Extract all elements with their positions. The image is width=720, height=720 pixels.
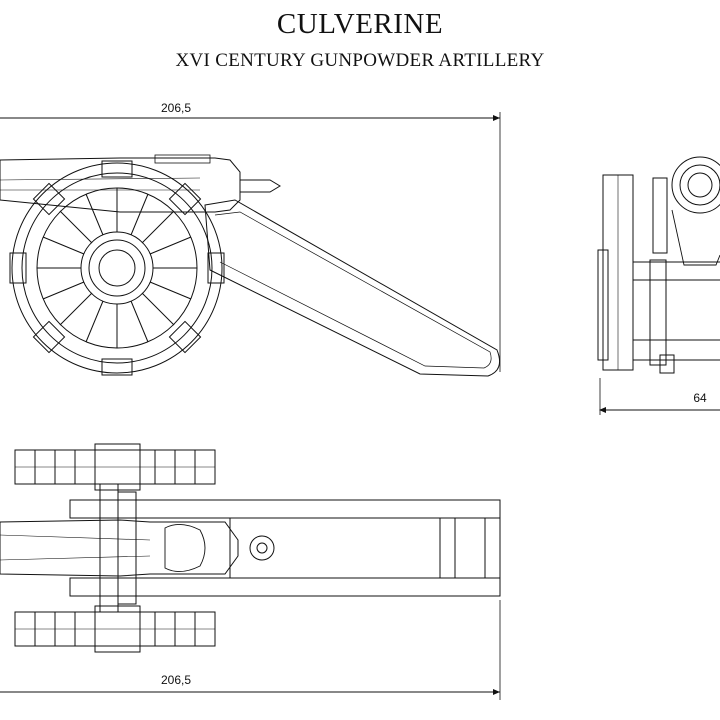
side-view: 206,5	[0, 101, 501, 377]
barrel	[0, 157, 241, 213]
top-barrel	[0, 519, 239, 577]
drawing-subtitle: XVI CENTURY GUNPOWDER ARTILLERY	[175, 50, 545, 71]
top-wheel-lower	[14, 605, 216, 653]
top-length-dimension: 206,5	[0, 600, 501, 700]
top-axle	[99, 483, 119, 613]
side-length-dimension: 206,5	[0, 101, 501, 372]
side-length-label: 206,5	[161, 101, 191, 115]
top-wheel-upper	[14, 443, 216, 491]
top-length-label: 206,5	[161, 673, 191, 687]
top-trail	[69, 499, 501, 597]
top-cascabel	[249, 535, 275, 561]
front-width-dimension: 64	[599, 378, 720, 415]
front-axle	[633, 261, 720, 281]
front-width-label: 64	[693, 391, 707, 405]
trail	[204, 199, 500, 377]
top-view: 206,5	[0, 443, 501, 700]
cascabel	[240, 179, 281, 193]
drawing-title: CULVERINE	[276, 8, 444, 40]
muzzle	[671, 156, 720, 214]
wheel	[9, 160, 225, 376]
front-view: 64	[597, 156, 720, 415]
